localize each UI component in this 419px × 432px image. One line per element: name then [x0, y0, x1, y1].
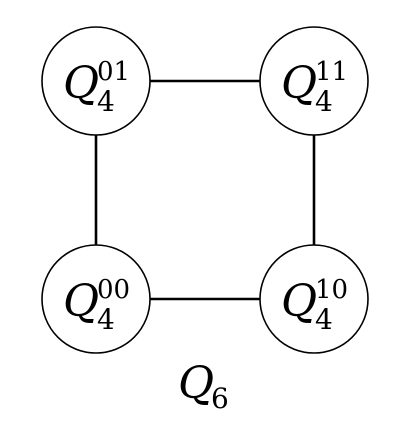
node-q00-superscript: 00 [97, 275, 130, 305]
node-q01: Q 01 4 [41, 26, 151, 136]
node-q11-circle [259, 26, 369, 136]
node-q01-subscript: 4 [97, 85, 115, 118]
caption-base: Q [178, 358, 214, 409]
node-q11: Q 11 4 [259, 26, 369, 136]
node-q10: Q 10 4 [259, 244, 369, 354]
node-q10-base: Q [281, 276, 317, 327]
node-q01-base: Q [63, 58, 99, 109]
node-q01-circle [41, 26, 151, 136]
node-q10-circle [259, 244, 369, 354]
node-q00-subscript: 4 [97, 303, 115, 336]
node-q11-base: Q [281, 58, 317, 109]
node-q11-subscript: 4 [315, 85, 333, 118]
node-q11-superscript: 11 [315, 57, 348, 87]
node-q01-superscript: 01 [97, 57, 130, 87]
node-q00: Q 00 4 [41, 244, 151, 354]
node-q10-superscript: 10 [315, 275, 348, 305]
caption-subscript: 6 [211, 382, 229, 415]
node-q00-base: Q [63, 276, 99, 327]
node-q10-subscript: 4 [315, 303, 333, 336]
node-q00-circle [41, 244, 151, 354]
diagram-caption: Q 6 [178, 358, 229, 415]
